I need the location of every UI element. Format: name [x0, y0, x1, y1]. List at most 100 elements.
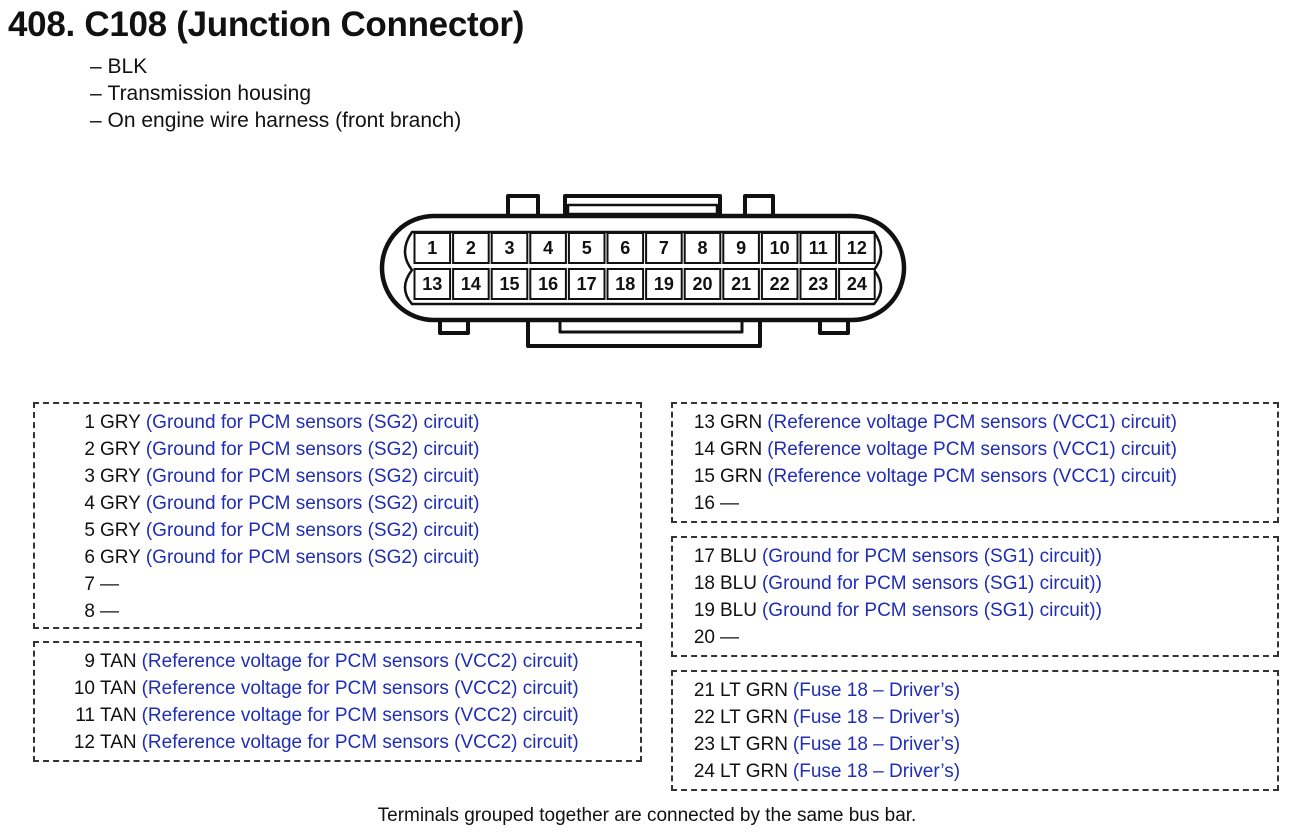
connector-top-left-key	[506, 194, 540, 216]
circuit-wire-color: GRY	[100, 439, 141, 460]
pin-number-label: 6	[620, 238, 630, 258]
pin-cavity	[838, 232, 876, 264]
circuit-wire-color: GRY	[100, 547, 141, 568]
circuit-description: (Reference voltage for PCM sensors (VCC2…	[141, 678, 579, 699]
pin-cavity	[529, 232, 567, 264]
circuit-wire-color: —	[100, 574, 119, 595]
detail-location: Transmission housing	[90, 80, 461, 107]
circuit-pin-number: 11	[75, 705, 95, 726]
circuit-pin-number: 22	[693, 707, 715, 728]
circuit-pin-number: 16	[693, 493, 715, 514]
circuit-row: 16—	[675, 490, 1277, 517]
pin-number-label: 5	[582, 238, 592, 258]
circuit-pin-number: 8	[84, 601, 95, 622]
circuit-pin-number: 3	[84, 466, 95, 487]
circuit-description: (Ground for PCM sensors (SG2) circuit)	[145, 547, 480, 568]
pin-number-label: 20	[692, 274, 712, 294]
pin-cavity	[838, 268, 876, 300]
pin-cavity	[606, 232, 645, 264]
circuit-description: (Fuse 18 – Driver’s)	[792, 734, 961, 755]
bus-bar-note: Terminals grouped together are connected…	[377, 805, 917, 826]
pin-number-label: 21	[731, 274, 751, 294]
circuit-pin-number: 20	[693, 627, 715, 648]
circuit-wire-color: GRN	[720, 412, 763, 433]
connector-bottom-right-key	[818, 320, 850, 335]
pin-cavity	[413, 268, 452, 300]
circuit-wire-color: TAN	[100, 732, 137, 753]
circuit-wire-color: BLU	[720, 546, 757, 567]
pin-number-label: 10	[770, 238, 790, 258]
circuit-pin-number: 14	[693, 439, 715, 460]
circuit-pin-number: 17	[693, 546, 715, 567]
circuit-description: (Reference voltage for PCM sensors (VCC2…	[141, 651, 579, 672]
circuit-wire-color: GRN	[720, 466, 763, 487]
circuit-wire-color: —	[720, 493, 739, 514]
circuit-pin-number: 15	[693, 466, 715, 487]
pin-cavity	[722, 232, 760, 264]
detail-color: BLK	[90, 53, 461, 80]
circuit-wire-color: LT GRN	[720, 761, 788, 782]
pin-number-label: 17	[577, 274, 597, 294]
pin-number-label: 12	[847, 238, 867, 258]
circuit-wire-color: LT GRN	[720, 734, 788, 755]
circuit-wire-color: —	[100, 601, 119, 622]
circuit-pin-number: 5	[84, 520, 95, 541]
circuit-wire-color: TAN	[100, 651, 137, 672]
circuit-row: 8—	[49, 598, 640, 625]
pin-cavity	[683, 232, 722, 264]
pin-number-label: 14	[461, 274, 481, 294]
circuit-description: (Reference voltage for PCM sensors (VCC2…	[141, 732, 579, 753]
circuit-description: (Fuse 18 – Driver’s)	[792, 680, 961, 701]
pin-number-label: 4	[543, 238, 553, 258]
circuit-pin-number: 10	[73, 678, 95, 699]
circuit-pin-number: 21	[693, 680, 715, 701]
circuit-pin-number: 1	[84, 412, 95, 433]
circuit-description: (Ground for PCM sensors (SG2) circuit)	[145, 493, 480, 514]
pin-cavity	[645, 268, 683, 300]
pin-cavity	[529, 268, 567, 300]
circuit-description: (Reference voltage PCM sensors (VCC1) ci…	[767, 466, 1177, 487]
pin-cavity	[567, 268, 606, 300]
circuit-description: (Ground for PCM sensors (SG2) circuit)	[145, 412, 480, 433]
circuit-wire-color: TAN	[100, 678, 137, 699]
pin-cavity	[683, 268, 722, 300]
detail-harness: On engine wire harness (front branch)	[90, 107, 462, 134]
circuit-description: (Ground for PCM sensors (SG2) circuit)	[145, 466, 480, 487]
pin-cavity	[645, 232, 683, 264]
connector-details: BLK Transmission housing On engine wire …	[90, 53, 462, 134]
circuit-pin-number: 24	[693, 761, 715, 782]
circuit-wire-color: GRY	[100, 412, 141, 433]
connector-bottom-left-key	[438, 320, 470, 335]
pin-number-label: 1	[427, 238, 437, 258]
circuit-wire-color: —	[720, 627, 739, 648]
pin-cavity	[452, 232, 490, 264]
circuit-pin-number: 4	[84, 493, 95, 514]
pin-number-label: 19	[654, 274, 674, 294]
circuit-row: 7—	[49, 571, 640, 598]
circuit-description: (Fuse 18 – Driver’s)	[792, 707, 961, 728]
connector-housing-inner	[403, 230, 883, 306]
pin-number-label: 8	[697, 238, 707, 258]
page-title: 408. C108 (Junction Connector)	[8, 5, 525, 44]
circuit-description: (Ground for PCM sensors (SG1) circuit))	[761, 546, 1102, 567]
pin-cavity	[490, 268, 529, 300]
circuit-pin-number: 13	[693, 412, 715, 433]
pin-number-label: 22	[770, 274, 790, 294]
circuit-pin-number: 19	[693, 600, 715, 621]
